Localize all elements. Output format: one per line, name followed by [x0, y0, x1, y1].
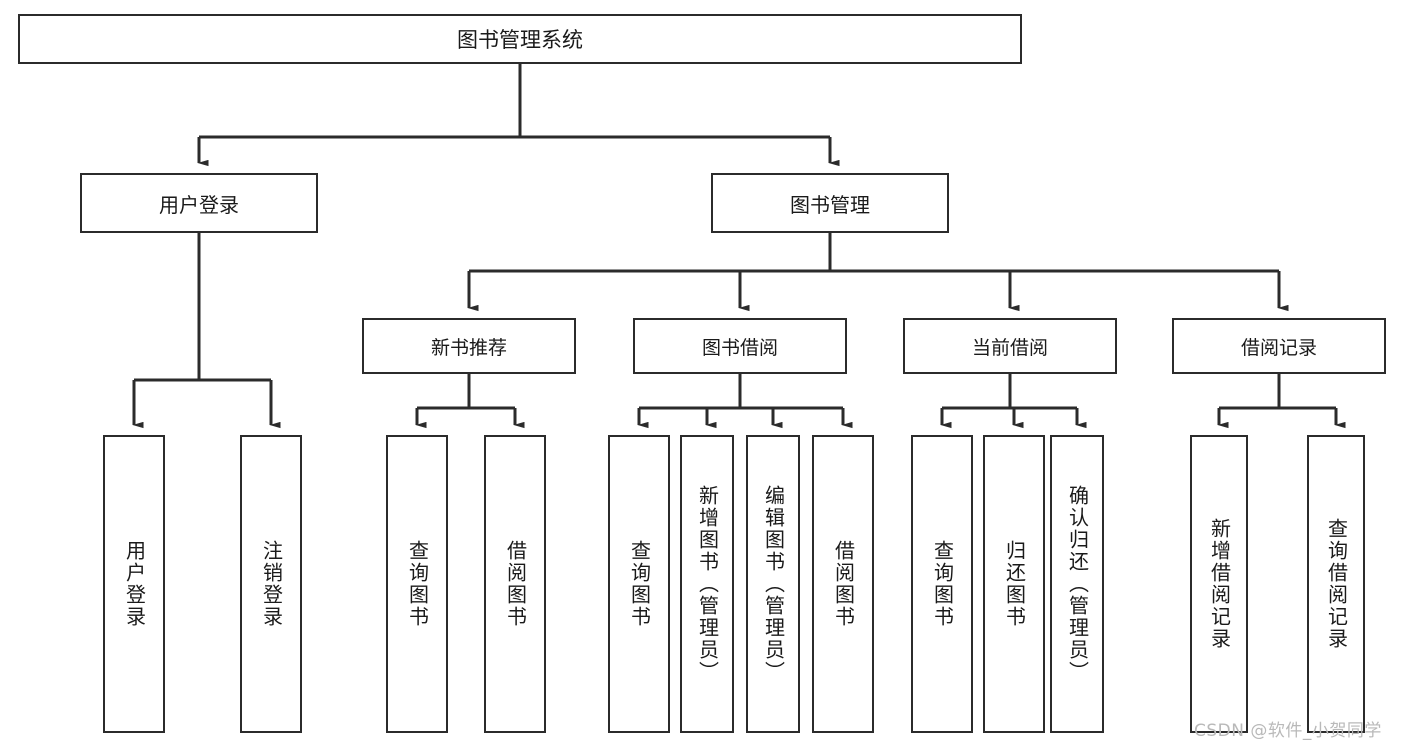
node-book-borrow[interactable]: 图书借阅: [633, 318, 847, 374]
node-leaf-return-book[interactable]: 归还图书: [983, 435, 1045, 733]
node-leaf-edit-book-label: 编辑图书（管理员）: [761, 485, 786, 683]
csdn-watermark: CSDN @软件_小贺同学: [1194, 721, 1382, 741]
node-current-borrow[interactable]: 当前借阅: [903, 318, 1117, 374]
node-leaf-query-book-rec-label: 查询图书: [405, 540, 430, 628]
node-leaf-borrow-book[interactable]: 借阅图书: [812, 435, 874, 733]
node-leaf-borrow-book-rec-label: 借阅图书: [503, 540, 528, 628]
node-root-label: 图书管理系统: [457, 28, 583, 52]
node-leaf-confirm-return-label: 确认归还（管理员）: [1065, 485, 1090, 683]
node-leaf-query-record[interactable]: 查询借阅记录: [1307, 435, 1365, 733]
node-book-borrow-label: 图书借阅: [701, 336, 778, 359]
node-current-borrow-label: 当前借阅: [971, 336, 1048, 359]
node-leaf-query-book-rec[interactable]: 查询图书: [386, 435, 448, 733]
node-leaf-query-book-borrow-label: 查询图书: [627, 540, 652, 628]
node-user-login-label: 用户登录: [159, 192, 239, 217]
node-root[interactable]: 图书管理系统: [18, 14, 1022, 64]
node-leaf-borrow-book-label: 借阅图书: [831, 540, 856, 628]
node-leaf-query-record-label: 查询借阅记录: [1324, 518, 1349, 650]
node-leaf-add-record-label: 新增借阅记录: [1207, 518, 1232, 650]
node-leaf-user-login-label: 用户登录: [122, 540, 147, 628]
node-borrow-record[interactable]: 借阅记录: [1172, 318, 1386, 374]
node-leaf-borrow-book-rec[interactable]: 借阅图书: [484, 435, 546, 733]
node-leaf-query-book-cur[interactable]: 查询图书: [911, 435, 973, 733]
node-leaf-add-book-label: 新增图书（管理员）: [695, 485, 720, 683]
node-new-book-rec-label: 新书推荐: [430, 336, 507, 359]
node-borrow-record-label: 借阅记录: [1240, 336, 1317, 359]
node-leaf-add-book[interactable]: 新增图书（管理员）: [680, 435, 734, 733]
node-new-book-rec[interactable]: 新书推荐: [362, 318, 576, 374]
node-leaf-add-record[interactable]: 新增借阅记录: [1190, 435, 1248, 733]
node-book-manage[interactable]: 图书管理: [711, 173, 949, 233]
node-leaf-edit-book[interactable]: 编辑图书（管理员）: [746, 435, 800, 733]
node-leaf-return-book-label: 归还图书: [1002, 540, 1027, 628]
node-leaf-user-logout[interactable]: 注销登录: [240, 435, 302, 733]
node-book-manage-label: 图书管理: [790, 192, 870, 217]
node-leaf-confirm-return[interactable]: 确认归还（管理员）: [1050, 435, 1104, 733]
node-leaf-query-book-cur-label: 查询图书: [930, 540, 955, 628]
node-leaf-user-login[interactable]: 用户登录: [103, 435, 165, 733]
node-leaf-query-book-borrow[interactable]: 查询图书: [608, 435, 670, 733]
node-leaf-user-logout-label: 注销登录: [259, 540, 284, 628]
node-user-login[interactable]: 用户登录: [80, 173, 318, 233]
